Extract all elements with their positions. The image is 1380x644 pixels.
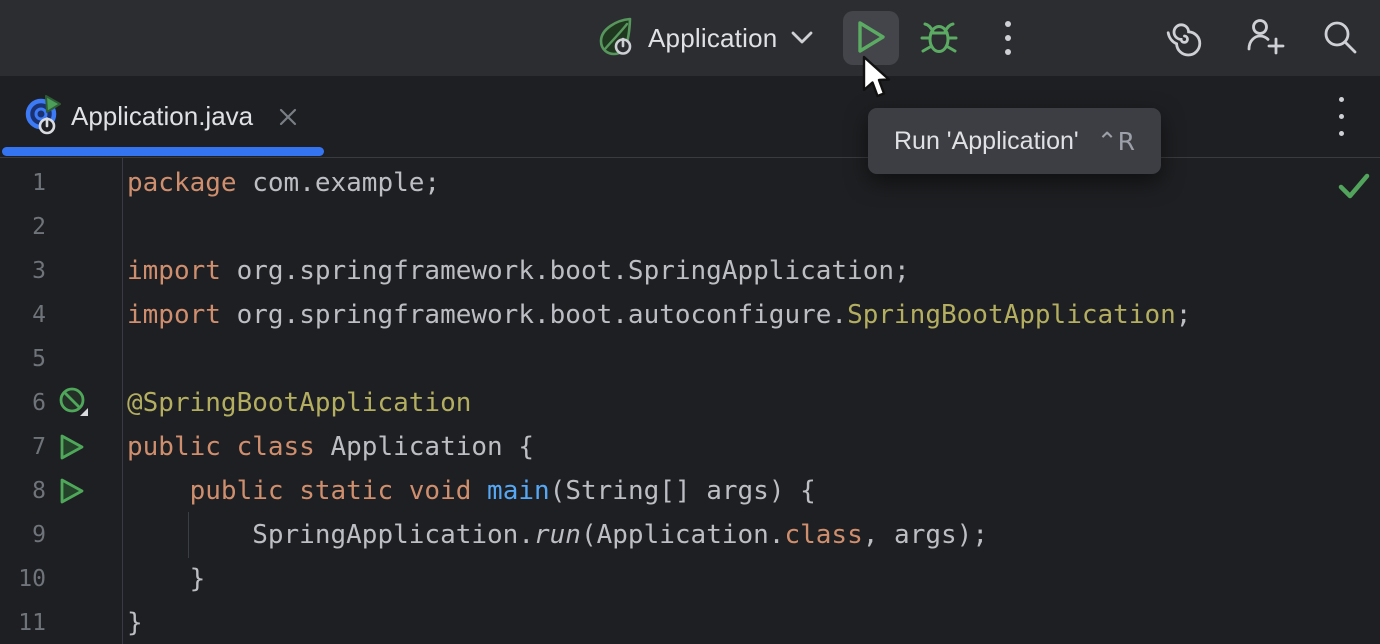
- indent-guide: [188, 512, 189, 558]
- tab-options-button[interactable]: [1322, 92, 1360, 140]
- tooltip-label: Run 'Application': [894, 126, 1079, 155]
- run-config-label: Application: [648, 22, 778, 53]
- code-line[interactable]: 1 package com.example;: [0, 161, 1380, 205]
- user-plus-icon: [1245, 16, 1285, 61]
- tooltip-shortcut: ⌃R: [1096, 126, 1135, 156]
- spring-bean-icon[interactable]: [58, 387, 90, 419]
- run-line-icon[interactable]: [58, 477, 86, 505]
- gutter-separator: [122, 158, 123, 644]
- code-text: public class Application {: [127, 432, 534, 462]
- inspections-ok-icon[interactable]: [1338, 172, 1370, 205]
- code-text: public static void main(String[] args) {: [189, 476, 816, 506]
- code-area: 1 package com.example; 2 3 import org.spring…: [0, 161, 1380, 644]
- code-text: import org.springframework.boot.autoconf…: [127, 300, 1192, 330]
- tab-close-icon[interactable]: [273, 102, 303, 132]
- line-number: 2: [32, 214, 46, 240]
- main-toolbar: Application: [0, 0, 1380, 76]
- spring-boot-icon: [596, 15, 636, 62]
- run-tooltip: Run 'Application' ⌃R: [868, 108, 1161, 174]
- code-with-me-button[interactable]: [1245, 16, 1285, 60]
- more-actions-icon: [1005, 21, 1011, 27]
- code-line[interactable]: 3 import org.springframework.boot.SpringA…: [0, 249, 1380, 293]
- code-text: }: [127, 564, 206, 594]
- code-line[interactable]: 6 @SpringBootApplication: [0, 381, 1380, 425]
- tab-application-java[interactable]: Application.java: [0, 76, 325, 157]
- code-text: import org.springframework.boot.SpringAp…: [127, 256, 910, 286]
- line-number: 7: [32, 434, 46, 460]
- line-number: 5: [32, 346, 46, 372]
- run-icon: [855, 19, 887, 58]
- code-text: }: [127, 608, 143, 638]
- run-button[interactable]: [843, 11, 899, 65]
- code-line[interactable]: 5: [0, 337, 1380, 381]
- line-number: 3: [32, 258, 46, 284]
- active-tab-underline: [2, 147, 324, 156]
- code-editor[interactable]: 1 package com.example; 2 3 import org.spring…: [0, 158, 1380, 644]
- code-line[interactable]: 8 public static void main(String[] args)…: [0, 469, 1380, 513]
- run-line-icon[interactable]: [58, 433, 86, 461]
- line-number: 4: [32, 302, 46, 328]
- code-line[interactable]: 11}: [0, 601, 1380, 644]
- line-number: 10: [18, 566, 46, 592]
- code-text: package com.example;: [127, 168, 441, 198]
- line-number: 1: [32, 170, 46, 196]
- line-number: 9: [32, 522, 46, 548]
- tab-options-icon: [1338, 96, 1344, 102]
- code-line[interactable]: 7 public class Application {: [0, 425, 1380, 469]
- code-text: @SpringBootApplication: [127, 388, 472, 418]
- chevron-down-icon: [791, 31, 813, 50]
- debug-icon: [920, 16, 958, 61]
- search-everywhere-button[interactable]: [1320, 16, 1360, 60]
- spring-boot-run-config-icon: [25, 92, 63, 141]
- code-text: SpringApplication.run(Application.class,…: [127, 520, 988, 550]
- code-line[interactable]: 4 import org.springframework.boot.autocon…: [0, 293, 1380, 337]
- line-number: 11: [18, 610, 46, 636]
- ai-assistant-spiral-icon: [1163, 17, 1203, 60]
- code-line[interactable]: 2: [0, 205, 1380, 249]
- more-actions-button[interactable]: [988, 14, 1028, 62]
- search-icon: [1320, 17, 1360, 60]
- ai-assistant-button[interactable]: [1163, 16, 1203, 60]
- tab-label: Application.java: [71, 101, 254, 131]
- code-line[interactable]: 10 }: [0, 557, 1380, 601]
- editor-tab-bar: Application.java: [0, 76, 1380, 158]
- run-configuration-selector[interactable]: Application: [596, 8, 813, 68]
- code-line[interactable]: 9 SpringApplication.run(Application.clas…: [0, 513, 1380, 557]
- line-number: 8: [32, 478, 46, 504]
- debug-button[interactable]: [916, 14, 962, 62]
- line-number: 6: [32, 390, 46, 416]
